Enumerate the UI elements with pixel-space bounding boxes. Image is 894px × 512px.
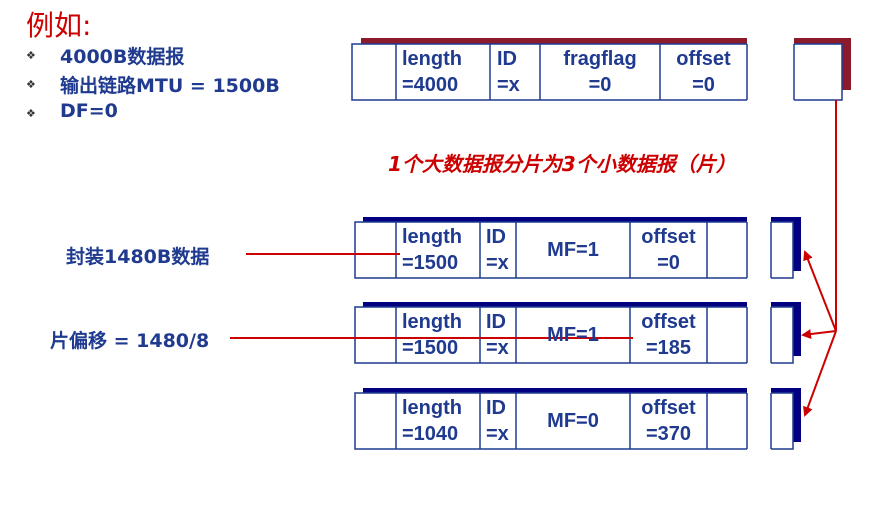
box-gap [747,38,794,104]
fragment-id-field: ID =x [486,397,509,445]
box-gap [747,300,771,366]
fragment-length-field: length =1500 [402,226,462,274]
original-offset-field: offset =0 [676,48,731,96]
fragmentation-caption: 1个大数据报分片为3个小数据报（片） [388,152,736,176]
box-frame [354,306,794,364]
arrow-to-fragment-1 [803,250,837,332]
arrow-to-fragment-2 [801,329,837,340]
fragment-length-field: length =1500 [402,311,462,359]
fragment-mf-field: MF=1 [547,324,599,346]
box-frame [354,221,794,279]
arrow-to-fragment-3 [803,330,837,417]
fragment-offset-note: 片偏移 = 1480/8 [50,330,210,352]
diamond-bullet-icon: ❖ [26,78,36,91]
fragment-3 [354,386,801,452]
box-frame [354,392,794,450]
original-id-field: ID =x [497,48,520,96]
original-length-field: length =4000 [402,48,462,96]
fragment-2 [354,300,801,366]
fragment-connector [801,100,837,417]
encapsulation-note: 封装1480B数据 [66,246,210,268]
diamond-bullet-icon: ❖ [26,49,36,62]
fragment-offset-field: offset =370 [641,397,696,445]
fragment-offset-field: offset =0 [641,226,696,274]
fragment-id-field: ID =x [486,311,509,359]
example-title: 例如: [26,9,92,42]
fragment-id-field: ID =x [486,226,509,274]
fragment-mf-field: MF=1 [547,239,599,261]
box-gap [747,215,771,281]
fragment-offset-field: offset =185 [641,311,696,359]
original-flag-field: fragflag =0 [563,48,637,96]
box-gap [747,386,771,452]
fragment-1 [354,215,801,281]
fragment-mf-field: MF=0 [547,410,599,432]
original-datagram [351,38,851,104]
fragment-length-field: length =1040 [402,397,462,445]
diamond-bullet-icon: ❖ [26,107,36,120]
